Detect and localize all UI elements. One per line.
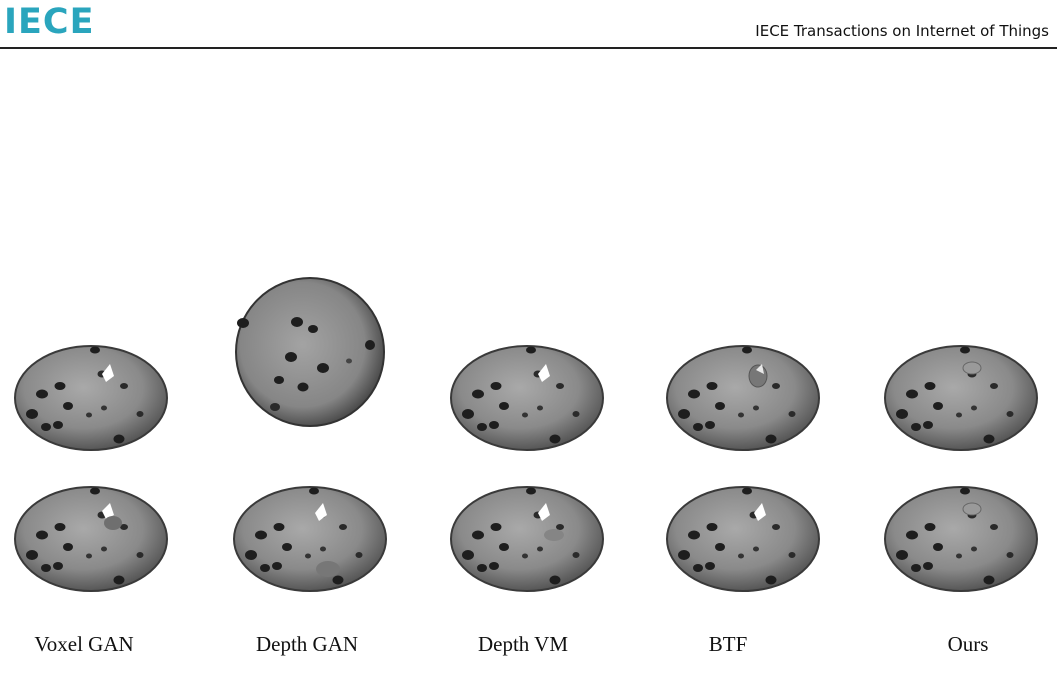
figure-caption-cropped [300, 668, 760, 676]
btf-result-top [658, 336, 828, 466]
journal-logo: IECE [4, 2, 95, 42]
journal-title: IECE Transactions on Internet of Things [755, 22, 1049, 40]
label-depth-gan: Depth GAN [255, 632, 359, 656]
depth-vm-result-bottom [442, 477, 612, 607]
depth-vm-result-top [442, 336, 612, 466]
label-ours: Ours [947, 632, 989, 656]
depth-gan-result-bottom [225, 477, 395, 607]
voxel-gan-result-bottom [6, 477, 176, 607]
label-depth-vm: Depth VM [477, 632, 569, 656]
ours-result-top [876, 336, 1046, 466]
ours-result-bottom [876, 477, 1046, 607]
label-voxel-gan: Voxel GAN [34, 632, 134, 656]
page-header: IECE IECE Transactions on Internet of Th… [0, 0, 1057, 50]
comparison-figure [0, 270, 1057, 600]
voxel-gan-result-top [6, 336, 176, 466]
depth-gan-result-top [225, 275, 395, 430]
header-rule [0, 47, 1057, 49]
btf-result-bottom [658, 477, 828, 607]
label-btf: BTF [708, 632, 748, 656]
